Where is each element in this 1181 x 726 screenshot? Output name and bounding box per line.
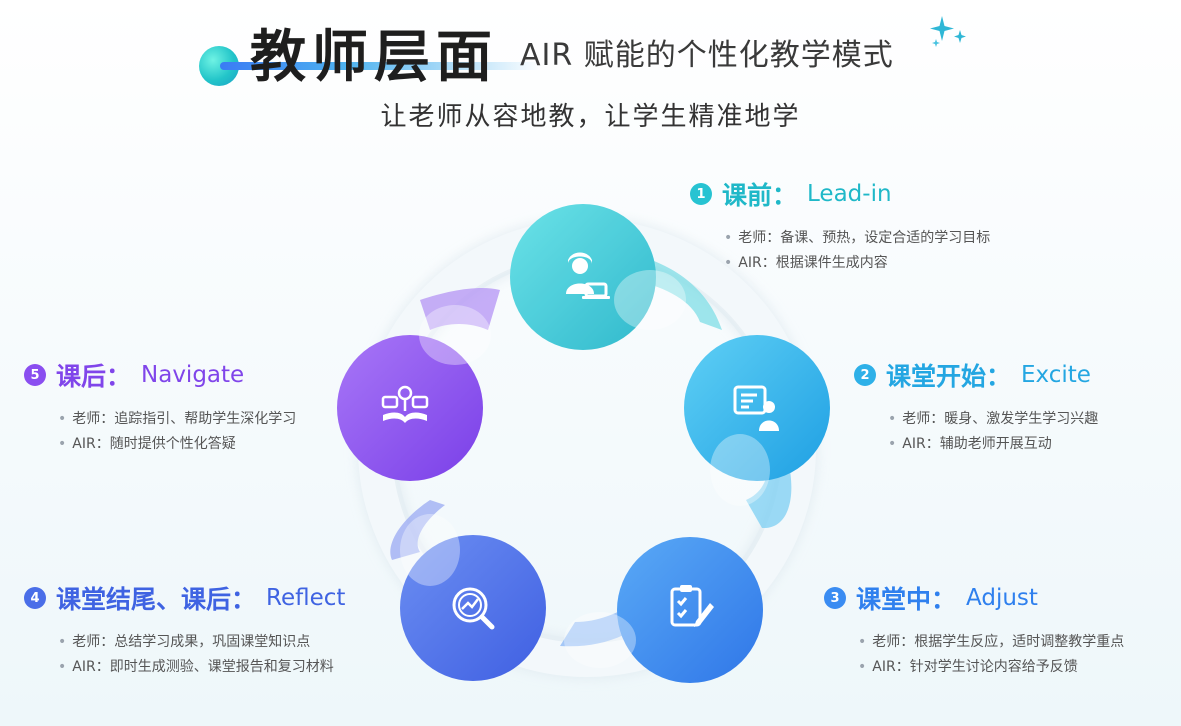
title-underline — [220, 62, 540, 70]
stage-1-text: 1 课前： Lead-in 老师：备课、预热，设定合适的学习目标 AIR：根据课… — [690, 176, 990, 276]
bullet-teacher: 老师：根据学生反应，适时调整教学重点 — [858, 630, 1124, 655]
bullet-teacher: 老师：暖身、激发学生学习兴趣 — [888, 407, 1098, 432]
bullet-air: AIR：辅助老师开展互动 — [888, 432, 1098, 457]
bullet-teacher: 老师：总结学习成果，巩固课堂知识点 — [58, 630, 345, 655]
stage-number-badge: 1 — [690, 183, 712, 205]
stage-5-text: 5 课后： Navigate 老师：追踪指引、帮助学生深化学习 AIR：随时提供… — [24, 357, 296, 457]
stage-title-en: Excite — [1021, 362, 1091, 388]
stage-circle-1 — [510, 204, 656, 350]
bullet-teacher: 老师：追踪指引、帮助学生深化学习 — [58, 407, 296, 432]
tagline: 让老师从容地教，让学生精准地学 — [380, 102, 801, 132]
clipboard-edit-icon — [670, 585, 714, 627]
stage-title-en: Lead-in — [807, 181, 892, 207]
stage-title-zh: 课后： — [56, 362, 132, 391]
sparkle-icon — [930, 16, 966, 47]
stage-number-badge: 2 — [854, 364, 876, 386]
page-subtitle: AIR 赋能的个性化教学模式 — [520, 38, 894, 73]
bullet-air: AIR：随时提供个性化答疑 — [58, 432, 296, 457]
bullet-air: AIR：针对学生讨论内容给予反馈 — [858, 655, 1124, 680]
stage-title-en: Adjust — [966, 585, 1038, 611]
stage-title-zh: 课堂开始： — [886, 362, 1012, 391]
stage-title-en: Navigate — [141, 362, 245, 388]
bullet-teacher: 老师：备课、预热，设定合适的学习目标 — [724, 226, 990, 251]
stage-title-en: Reflect — [266, 585, 346, 611]
stage-2-text: 2 课堂开始： Excite 老师：暖身、激发学生学习兴趣 AIR：辅助老师开展… — [854, 357, 1098, 457]
stage-title-zh: 课前： — [722, 181, 798, 210]
bullet-air: AIR：即时生成测验、课堂报告和复习材料 — [58, 655, 345, 680]
stage-4-text: 4 课堂结尾、课后： Reflect 老师：总结学习成果，巩固课堂知识点 AIR… — [24, 580, 345, 680]
overlap-highlights — [400, 270, 770, 668]
arrow-4-to-5 — [390, 500, 445, 560]
stage-title-zh: 课堂结尾、课后： — [56, 585, 257, 614]
stage-number-badge: 5 — [24, 364, 46, 386]
stage-title-zh: 课堂中： — [856, 585, 957, 614]
stage-circle-3 — [617, 537, 763, 683]
stage-circle-5 — [337, 335, 483, 481]
analysis-magnifier-icon — [452, 587, 495, 630]
stage-circle-2 — [684, 335, 830, 481]
arrow-5-to-1 — [420, 288, 500, 330]
stage-number-badge: 4 — [24, 587, 46, 609]
presentation-board-icon — [733, 385, 779, 431]
stage-number-badge: 3 — [824, 587, 846, 609]
book-network-icon — [381, 385, 429, 423]
bullet-air: AIR：根据课件生成内容 — [724, 251, 990, 276]
page-title: 教师层面 — [250, 25, 498, 90]
header: 教师层面 AIR 赋能的个性化教学模式 — [0, 0, 1181, 140]
stage-circle-4 — [400, 535, 546, 681]
teacher-laptop-icon — [566, 252, 610, 299]
stage-3-text: 3 课堂中： Adjust 老师：根据学生反应，适时调整教学重点 AIR：针对学… — [824, 580, 1124, 680]
